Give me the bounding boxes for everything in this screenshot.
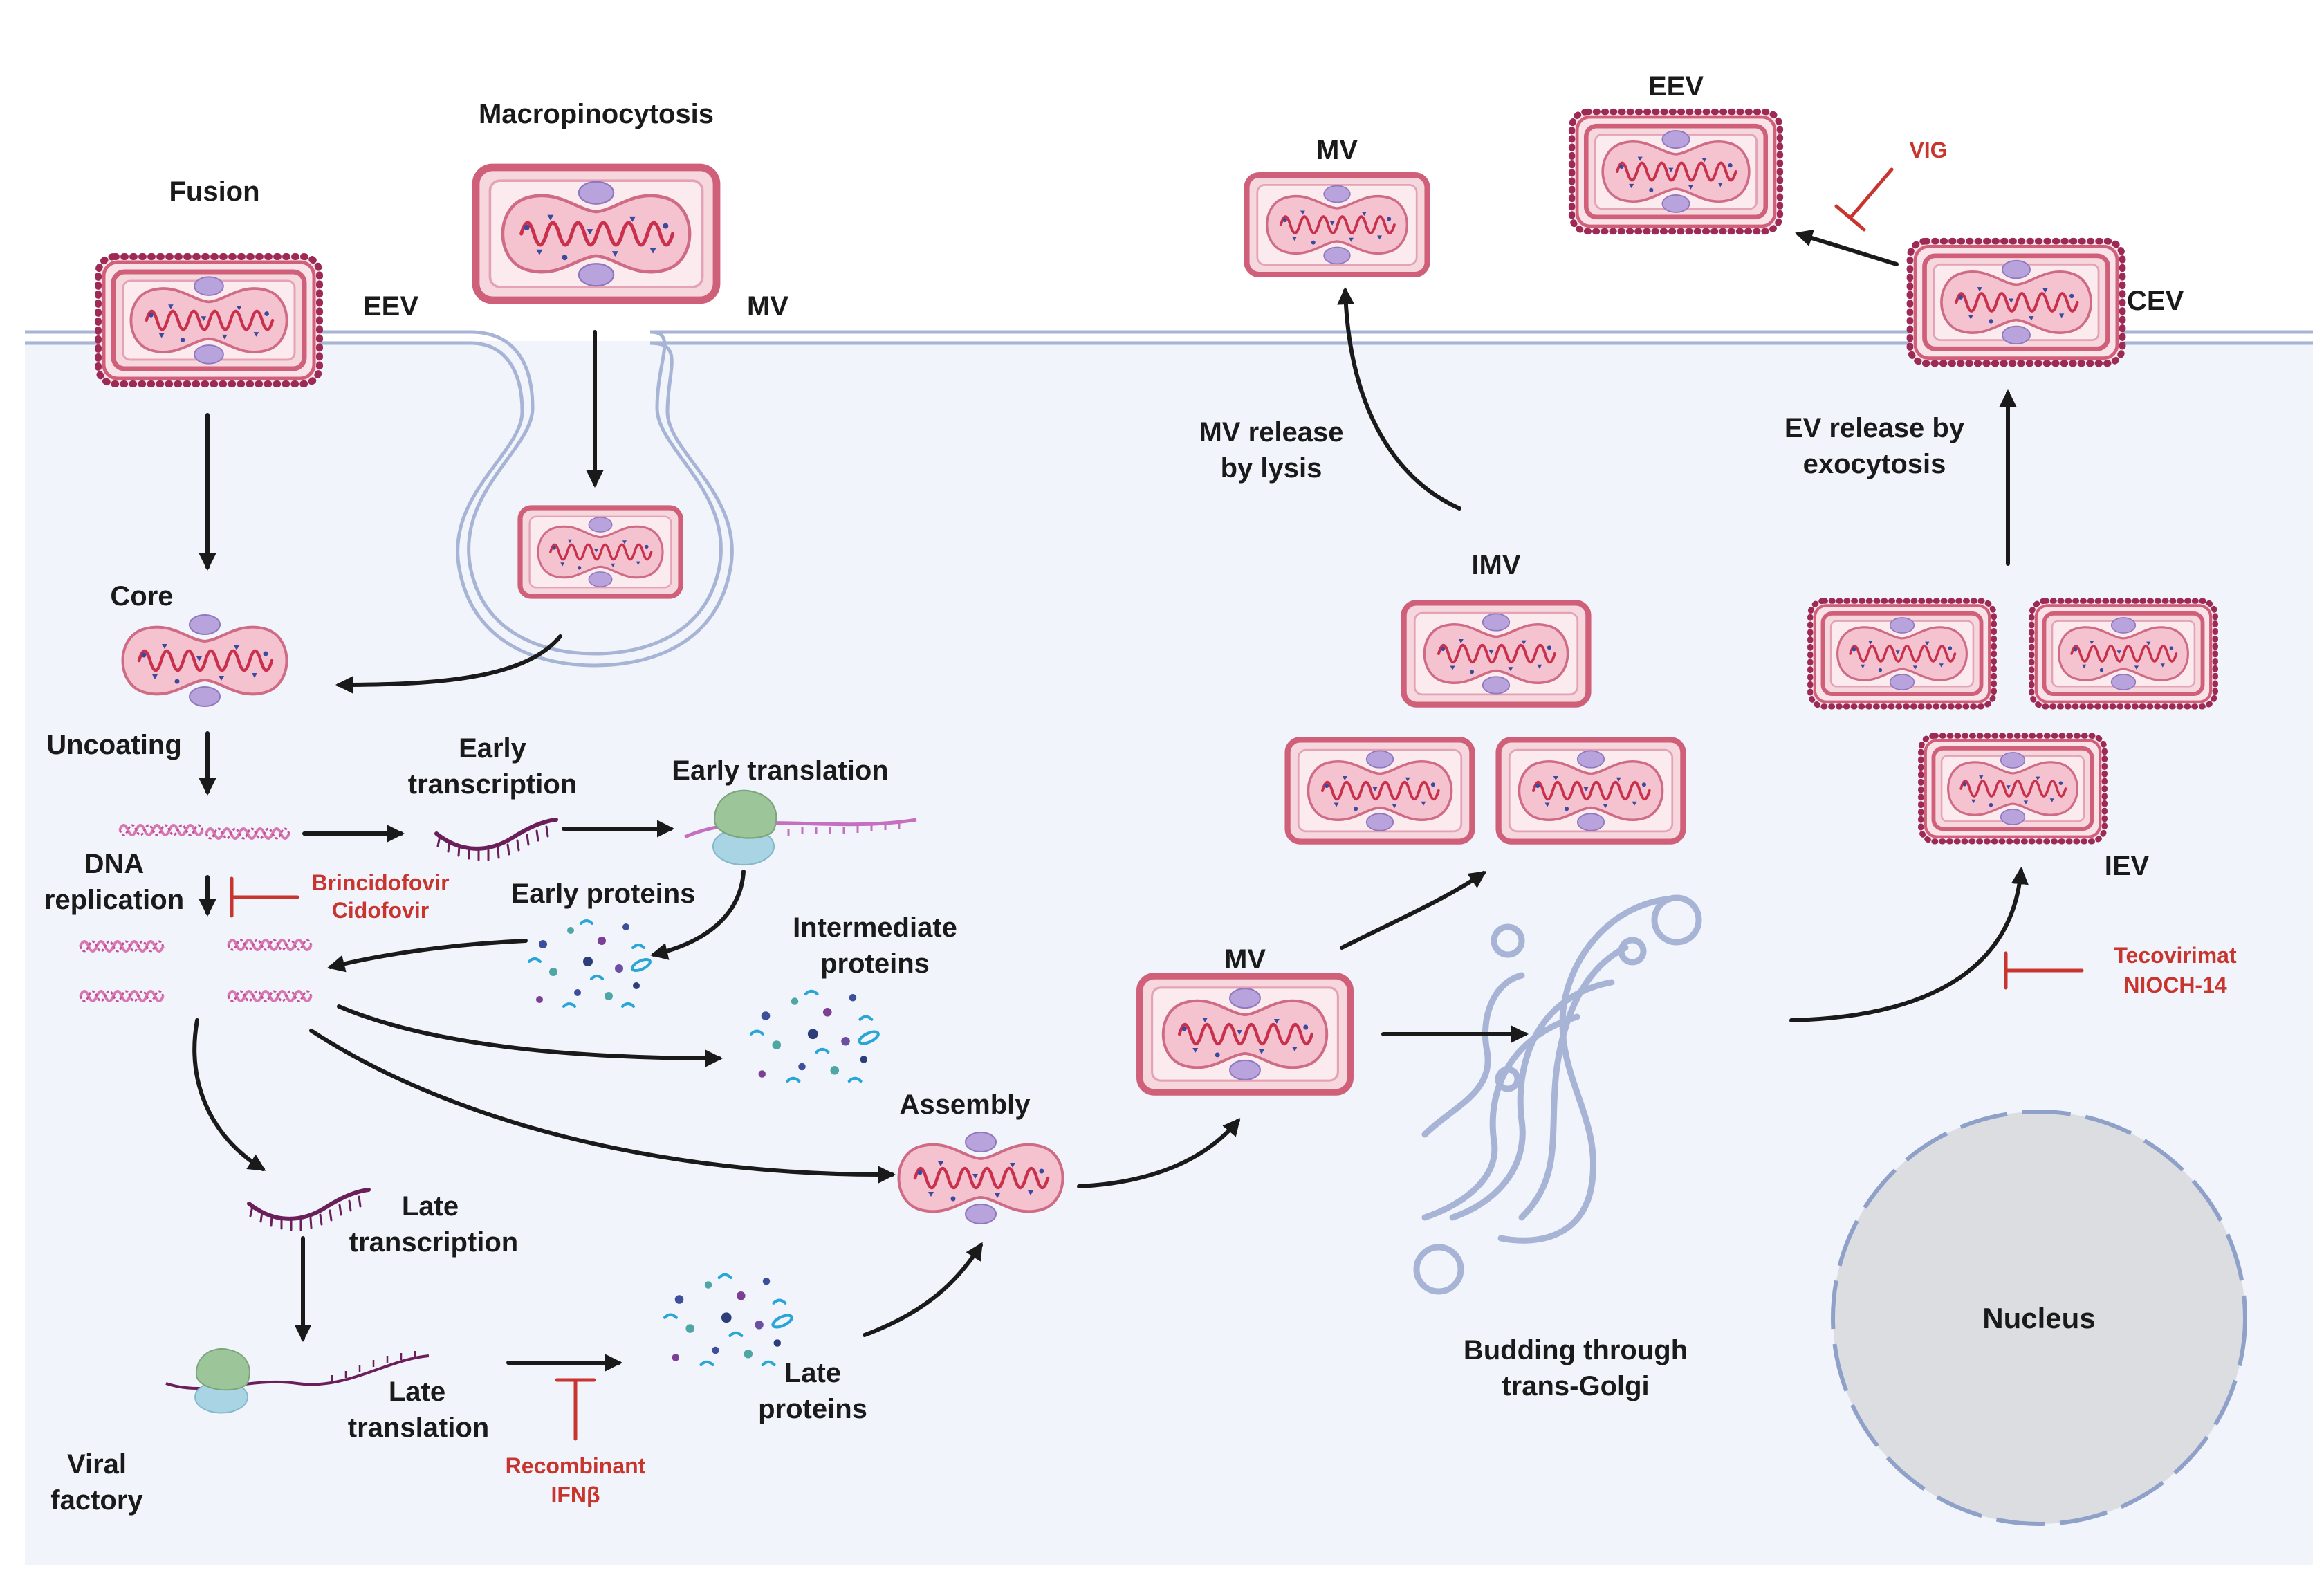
arrow-mv-to-imv [1340, 871, 1487, 950]
eev-virion-released [1572, 112, 1780, 232]
nucleus-label: Nucleus [1982, 1302, 2095, 1334]
label-dna-replication-1: DNA [84, 849, 145, 879]
label-mv-left: MV [747, 291, 788, 322]
label-mv-center: MV [1224, 944, 1266, 975]
arrow-golgi-to-iev [1789, 866, 2029, 1022]
arrow-to-early-proteins [650, 870, 746, 960]
arrow-early-proteins-to-dna [327, 939, 528, 973]
label-late-proteins-1: Late [784, 1358, 841, 1388]
label-macropinocytosis: Macropinocytosis [479, 99, 714, 129]
label-early-proteins: Early proteins [511, 879, 696, 909]
vesicle-mv-virion [520, 508, 681, 596]
label-mv-release-1: MV release [1199, 417, 1343, 448]
label-eev-top: EEV [1648, 71, 1704, 102]
label-eev-left: EEV [363, 291, 418, 322]
arrow-to-late-transcription [192, 1018, 266, 1171]
label-core: Core [110, 581, 173, 611]
nucleus: Nucleus [1831, 1110, 2247, 1526]
drug-ifnb: IFNβ [551, 1482, 600, 1507]
drug-labels: Brincidofovir Cidofovir Recombinant IFNβ… [311, 138, 2237, 1507]
label-uncoating: Uncoating [46, 730, 182, 760]
drug-tecovirimat: Tecovirimat [2114, 943, 2237, 968]
arrow-to-assembly [309, 1029, 896, 1184]
label-late-transcription-2: transcription [349, 1227, 518, 1258]
label-assembly: Assembly [900, 1089, 1031, 1120]
inhibitor-markers [230, 167, 2084, 1441]
eev-virion-fusion [98, 257, 320, 384]
cev-virion [1910, 241, 2122, 364]
mv-virion-released [1247, 175, 1428, 275]
label-dna-replication-2: replication [44, 885, 184, 915]
virion-core [123, 615, 287, 706]
inhibitor-vig [1834, 167, 1894, 232]
arrow-mv-release-by-lysis [1337, 286, 1461, 511]
stage-labels: Fusion Macropinocytosis EEV MV Core Unco… [44, 71, 2184, 1516]
inhibitor-brincidofovir [230, 876, 299, 918]
label-late-translation-2: translation [348, 1413, 489, 1443]
label-early-transcription-2: transcription [408, 769, 577, 800]
mv-virion-macropinocytosis [476, 167, 717, 300]
label-late-translation-1: Late [389, 1377, 445, 1407]
label-budding-2: trans-Golgi [1502, 1371, 1649, 1401]
label-late-transcription-1: Late [402, 1191, 459, 1222]
arrow-vesicle-to-core [335, 634, 562, 694]
label-early-transcription-1: Early [459, 733, 527, 764]
label-early-translation: Early translation [672, 755, 888, 786]
label-viral-factory-1: Viral [67, 1449, 127, 1480]
label-ev-release-2: exocytosis [1803, 449, 1946, 479]
early-translation-ribosome [683, 789, 917, 866]
label-mv-top: MV [1316, 135, 1358, 165]
label-intermediate-proteins-2: proteins [820, 948, 930, 979]
arrow-to-intermediate-proteins [337, 1004, 723, 1067]
late-translation-ribosome [165, 1348, 430, 1414]
label-intermediate-proteins-1: Intermediate [793, 912, 957, 943]
pathway-arrows [192, 229, 2029, 1372]
arrow-late-proteins-to-assembly [863, 1242, 983, 1337]
label-fusion: Fusion [169, 176, 259, 207]
label-budding-1: Budding through [1464, 1335, 1688, 1365]
assembly-core [899, 1132, 1063, 1224]
label-cev: CEV [2127, 286, 2184, 316]
label-late-proteins-2: proteins [758, 1394, 867, 1424]
arrow-assembly-to-mv [1077, 1118, 1241, 1188]
arrow-cev-to-eev [1795, 229, 1899, 266]
label-viral-factory-2: factory [50, 1485, 143, 1516]
drug-brincidofovir: Brincidofovir [311, 870, 449, 895]
label-mv-release-2: by lysis [1221, 453, 1322, 484]
label-iev: IEV [2105, 851, 2150, 881]
mv-virion-center [1140, 976, 1351, 1092]
drug-cidofovir: Cidofovir [332, 898, 429, 923]
drug-vig: VIG [1909, 138, 1947, 163]
drug-recombinant: Recombinant [506, 1453, 646, 1478]
drug-nioch-14: NIOCH-14 [2123, 973, 2227, 997]
label-ev-release-1: EV release by [1784, 413, 1965, 443]
inhibitor-tecovirimat [2004, 951, 2084, 990]
inhibitor-ifnb [555, 1378, 596, 1441]
golgi-apparatus [1413, 894, 1702, 1295]
label-imv: IMV [1471, 550, 1520, 580]
